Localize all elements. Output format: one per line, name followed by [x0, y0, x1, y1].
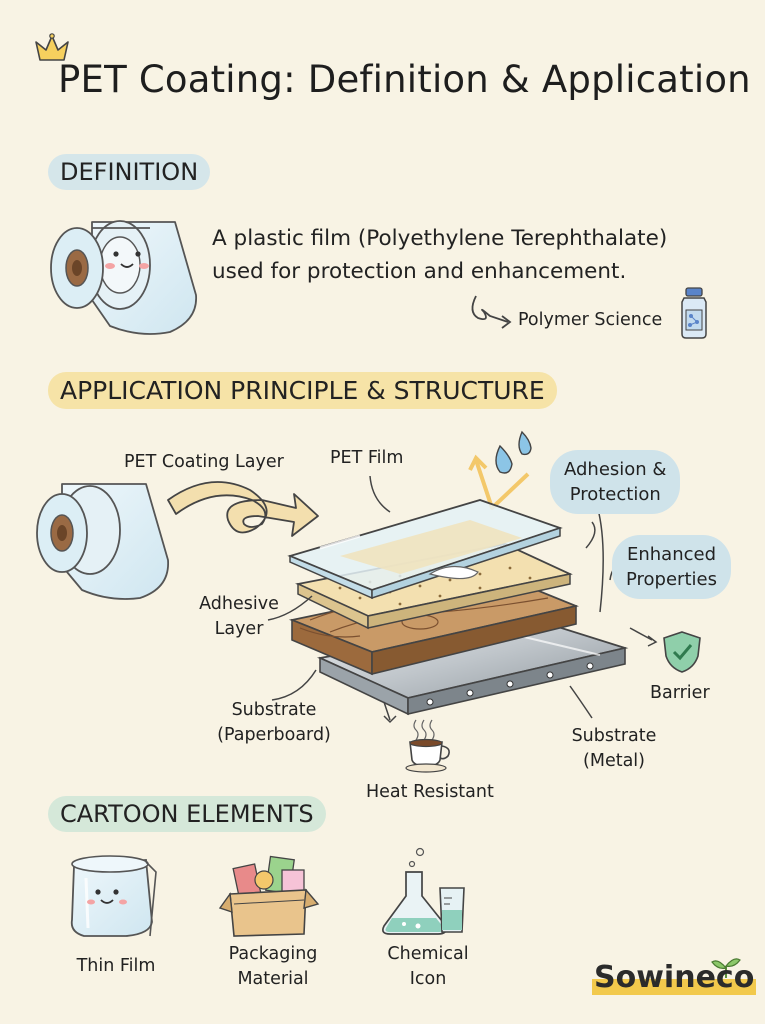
packaging-box-icon — [218, 855, 320, 937]
adhesion-protection-line2: Protection — [569, 484, 661, 505]
adhesion-protection-bubble: Adhesion & Protection — [550, 450, 681, 514]
shield-check-icon — [663, 631, 701, 673]
enhanced-properties-line1: Enhanced — [626, 544, 716, 565]
adhesive-layer — [295, 543, 573, 630]
adhesive-layer-line2: Layer — [214, 619, 264, 639]
barrier-label: Barrier — [650, 683, 710, 703]
adhesion-protection-line1: Adhesion & — [564, 459, 667, 480]
enhanced-properties-line2: Properties — [626, 569, 717, 590]
chemistry-flask-icon — [382, 847, 465, 935]
pet-film-layer — [287, 499, 563, 600]
leader-lines — [267, 475, 658, 724]
section-application-tag: APPLICATION PRINCIPLE & STRUCTURE — [48, 372, 557, 409]
chemical-line1: Chemical — [387, 944, 469, 964]
chemical-icon-label: Chemical Icon — [376, 942, 480, 992]
film-roll-icon — [50, 220, 197, 335]
substrate-paperboard-label: Substrate (Paperboard) — [208, 698, 340, 748]
enhanced-properties-bubble: Enhanced Properties — [612, 535, 731, 599]
chemical-line2: Icon — [409, 969, 447, 989]
adhesive-layer-label: Adhesive Layer — [192, 592, 286, 642]
bottle-icon — [681, 287, 707, 339]
metal-layer — [316, 619, 629, 716]
section-definition-tag: DEFINITION — [48, 154, 211, 190]
packaging-line2: Material — [237, 969, 309, 989]
crown-icon — [35, 33, 69, 61]
substrate-metal-line1: Substrate — [571, 726, 657, 746]
page-title: PET Coating: Definition & Application — [58, 58, 751, 101]
curly-arrow — [471, 295, 509, 323]
heat-resistant-label: Heat Resistant — [366, 782, 494, 802]
thin-film-icon — [70, 855, 157, 937]
substrate-paperboard-line1: Substrate — [231, 700, 317, 720]
substrate-metal-line2: (Metal) — [583, 751, 645, 771]
water-drops-icon — [468, 430, 532, 510]
loop-arrow — [167, 481, 319, 537]
substrate-metal-label: Substrate (Metal) — [562, 724, 666, 774]
pet-coating-layer-label: PET Coating Layer — [124, 452, 284, 472]
substrate-paperboard-line2: (Paperboard) — [217, 725, 331, 745]
definition-text: A plastic film (Polyethylene Terephthala… — [212, 226, 668, 284]
packaging-material-label: Packaging Material — [218, 942, 328, 992]
pet-film-label: PET Film — [330, 448, 404, 468]
packaging-line1: Packaging — [228, 944, 318, 964]
adhesive-layer-line1: Adhesive — [199, 594, 279, 614]
brand-logo: Sowineco — [592, 960, 757, 995]
section-cartoon-tag: CARTOON ELEMENTS — [48, 796, 326, 832]
pet-roll-icon — [36, 483, 169, 600]
polymer-science-label: Polymer Science — [518, 310, 663, 330]
coffee-cup-icon — [405, 719, 450, 773]
brand-text: Sowineco — [592, 960, 757, 995]
thin-film-label: Thin Film — [76, 956, 156, 976]
